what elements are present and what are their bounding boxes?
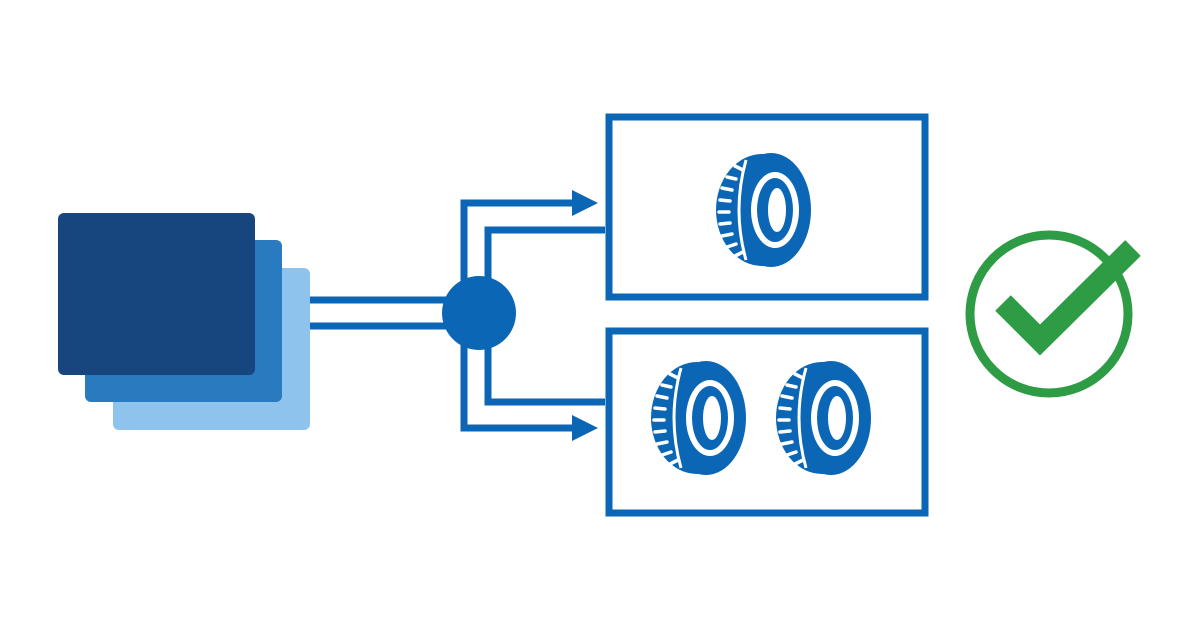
connector-top-inner <box>484 226 605 296</box>
stack-layer-front <box>58 213 255 375</box>
tire-icon <box>649 359 748 477</box>
connector-lines <box>310 199 605 432</box>
option-double-tire-box <box>605 327 929 517</box>
junction-dot <box>442 276 516 350</box>
arrow-head-bottom <box>572 415 598 441</box>
connector-bottom-outer <box>460 330 582 432</box>
check-circle-icon <box>965 230 1141 398</box>
tire-icon <box>714 151 813 269</box>
connector-bottom-inner <box>484 330 605 406</box>
connector-top-outer <box>460 199 582 296</box>
source-stack-icon <box>58 213 310 430</box>
tire-icon <box>774 359 873 477</box>
arrow-head-top <box>572 190 598 216</box>
option-single-tire-box <box>605 113 929 301</box>
